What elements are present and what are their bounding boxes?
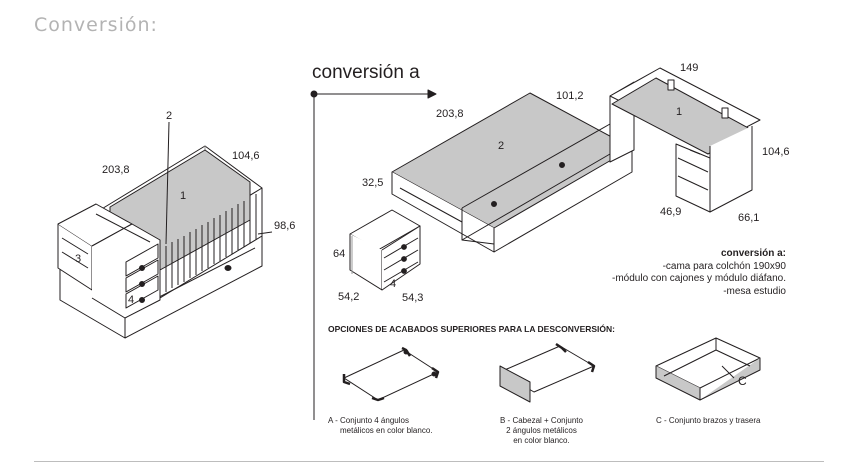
option-b-line-2: 2 ángulos metálicos xyxy=(506,426,577,435)
notes-line-2: -módulo con cajones y módulo diáfano. xyxy=(612,273,786,284)
bed-length-label: 203,8 xyxy=(436,108,464,120)
crib-height-label: 98,6 xyxy=(274,220,296,232)
option-c-letter: C xyxy=(738,374,747,388)
bed-height-label: 32,5 xyxy=(362,177,384,189)
bottom-divider xyxy=(34,461,824,462)
chest-height-label: 64 xyxy=(333,248,346,260)
crib-part-3: 3 xyxy=(75,253,82,265)
crib-part-2: 2 xyxy=(166,110,173,122)
notes-title: conversión a: xyxy=(720,248,786,259)
option-a-drawing xyxy=(342,346,440,402)
desk-width-label: 66,1 xyxy=(738,212,760,224)
bed-drawing xyxy=(391,92,633,253)
crib-width-label: 104,6 xyxy=(232,150,260,162)
conversion-label: conversión a xyxy=(312,62,420,83)
option-b-caption: B - Cabezal + Conjunto 2 ángulos metálic… xyxy=(500,416,583,446)
option-a-line-2: metálicos en color blanco. xyxy=(340,426,433,435)
desk-drawing xyxy=(609,67,761,213)
option-b-drawing xyxy=(499,342,596,403)
crib-drawing xyxy=(57,121,273,339)
chest-width-label: 54,2 xyxy=(338,291,360,303)
desk-height-label: 104,6 xyxy=(762,146,790,158)
desk-length-label: 149 xyxy=(680,62,699,74)
option-b-line-1: B - Cabezal + Conjunto xyxy=(500,416,583,425)
bed-part-label: 2 xyxy=(498,140,505,152)
desk-depth-label: 46,9 xyxy=(660,206,682,218)
chest-part-label: 4 xyxy=(390,278,397,290)
option-c-drawing xyxy=(655,337,761,401)
notes-line-3: -mesa estudio xyxy=(723,285,786,297)
conversion-notes: conversión a: -cama para colchón 190x90 … xyxy=(612,248,786,298)
crib-length-label: 203,8 xyxy=(102,164,130,176)
chest-depth-label: 54,3 xyxy=(402,292,424,304)
options-title: OPCIONES DE ACABADOS SUPERIORES PARA LA … xyxy=(328,324,615,334)
conversion-arrow xyxy=(310,89,437,420)
notes-line-1: -cama para colchón 190x90 xyxy=(662,260,786,272)
section-heading: Conversión: xyxy=(34,14,158,36)
bed-width-label: 101,2 xyxy=(556,90,584,102)
option-a-line-1: A - Conjunto 4 ángulos xyxy=(328,416,409,425)
desk-part-label: 1 xyxy=(676,106,683,118)
crib-part-4: 4 xyxy=(128,294,135,306)
crib-part-1: 1 xyxy=(180,190,187,202)
option-b-line-3: en color blanco. xyxy=(513,436,570,445)
option-c-caption: C - Conjunto brazos y trasera xyxy=(656,416,761,426)
chest-drawing xyxy=(349,209,421,291)
option-c-line-1: C - Conjunto brazos y trasera xyxy=(656,416,761,425)
option-a-caption: A - Conjunto 4 ángulos metálicos en colo… xyxy=(328,416,433,436)
